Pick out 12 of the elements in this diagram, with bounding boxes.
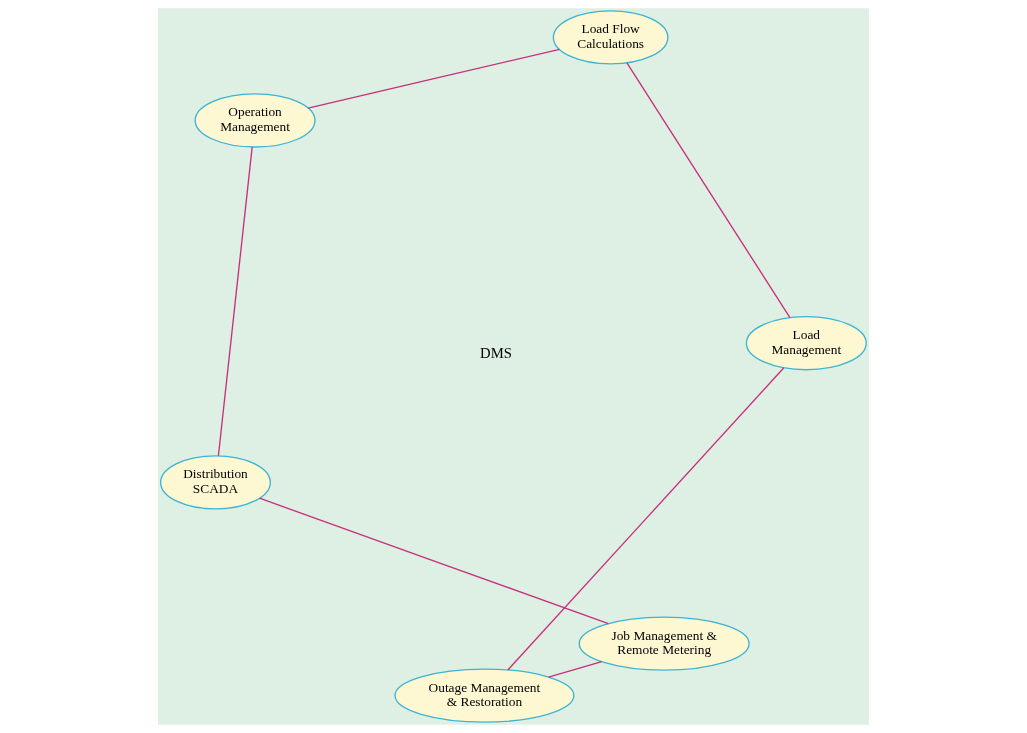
node-ellipse: Distribution SCADA bbox=[160, 455, 271, 510]
node-ellipse: Load Flow Calculations bbox=[552, 10, 669, 65]
connector bbox=[217, 146, 253, 457]
node-ellipse: Job Management & Remote Metering bbox=[578, 616, 750, 671]
label: DMS bbox=[480, 344, 512, 361]
connector bbox=[258, 497, 610, 625]
connector bbox=[307, 48, 561, 109]
node-ellipse: Outage Management & Restoration bbox=[394, 668, 575, 723]
node-ellipse: Operation Management bbox=[194, 93, 316, 148]
connector bbox=[547, 661, 603, 678]
node-ellipse: Load Management bbox=[745, 316, 867, 371]
connector bbox=[626, 62, 791, 319]
